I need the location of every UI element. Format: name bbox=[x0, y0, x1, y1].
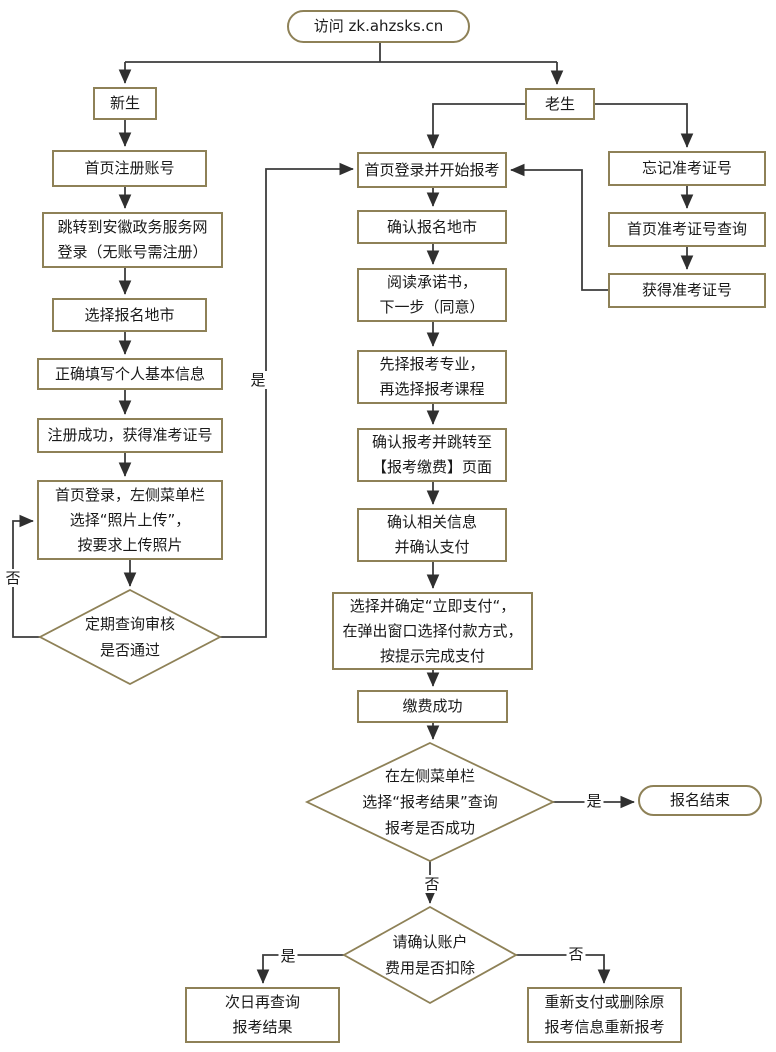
decision-deduct-text: 请确认账户 费用是否扣除 bbox=[384, 933, 475, 977]
node-read-pledge: 阅读承诺书， 下一步（同意） bbox=[357, 268, 507, 322]
node-pay-now: 选择并确定“立即支付“， 在弹出窗口选择付款方式， 按提示完成支付 bbox=[332, 592, 533, 670]
edge-label-review-yes: 是 bbox=[248, 371, 268, 389]
node-fill-info: 正确填写个人基本信息 bbox=[37, 358, 223, 390]
edge-getticket-loginapply bbox=[510, 163, 608, 291]
node-old-student: 老生 bbox=[525, 88, 595, 120]
node-choose-major: 先择报考专业， 再选择报考课程 bbox=[357, 350, 507, 404]
edge-label-review-no: 否 bbox=[3, 569, 23, 587]
node-register-success: 注册成功，获得准考证号 bbox=[37, 418, 223, 453]
node-confirm-jump-pay: 确认报考并跳转至 【报考缴费】页面 bbox=[357, 428, 507, 482]
decision-review-text: 定期查询审核 是否通过 bbox=[84, 615, 175, 659]
node-end: 报名结束 bbox=[638, 785, 762, 816]
edge-old-forgot bbox=[595, 103, 694, 148]
decision-diamond-deduct bbox=[342, 905, 518, 1005]
edge-deduct-yes bbox=[256, 954, 344, 984]
node-query-next-day: 次日再查询 报考结果 bbox=[185, 987, 340, 1043]
edge-old-loginapply bbox=[426, 103, 525, 149]
node-ticket-query: 首页准考证号查询 bbox=[608, 212, 766, 247]
edge-start-split bbox=[125, 43, 557, 63]
node-confirm-info-pay: 确认相关信息 并确认支付 bbox=[357, 508, 507, 562]
decision-diamond-result bbox=[304, 742, 556, 862]
edge-label-deduct-yes: 是 bbox=[278, 947, 298, 965]
node-repay: 重新支付或删除原 报考信息重新报考 bbox=[527, 987, 682, 1043]
node-login-apply: 首页登录并开始报考 bbox=[357, 152, 507, 188]
node-start: 访问 zk.ahzsks.cn bbox=[287, 10, 470, 43]
node-confirm-city: 确认报名地市 bbox=[357, 210, 507, 244]
node-forgot-ticket: 忘记准考证号 bbox=[608, 151, 766, 186]
node-gov-login: 跳转到安徽政务服务网 登录（无账号需注册） bbox=[42, 212, 223, 268]
node-photo-upload: 首页登录，左侧菜单栏 选择“照片上传”， 按要求上传照片 bbox=[37, 480, 223, 560]
edge-label-deduct-no: 否 bbox=[566, 945, 586, 963]
decision-result-text: 在左侧菜单栏 选择“报考结果”查询 报考是否成功 bbox=[362, 767, 498, 837]
node-choose-city: 选择报名地市 bbox=[52, 298, 207, 332]
node-new-student: 新生 bbox=[93, 87, 157, 120]
edge-label-result-yes: 是 bbox=[584, 792, 604, 810]
node-pay-success: 缴费成功 bbox=[357, 690, 508, 723]
decision-diamond-review bbox=[38, 588, 222, 686]
edge-deduct-no bbox=[516, 954, 611, 984]
node-get-ticket: 获得准考证号 bbox=[608, 273, 766, 308]
edge-review-yes bbox=[220, 162, 354, 638]
edge-label-result-no: 否 bbox=[422, 875, 442, 893]
node-register-account: 首页注册账号 bbox=[52, 150, 207, 187]
